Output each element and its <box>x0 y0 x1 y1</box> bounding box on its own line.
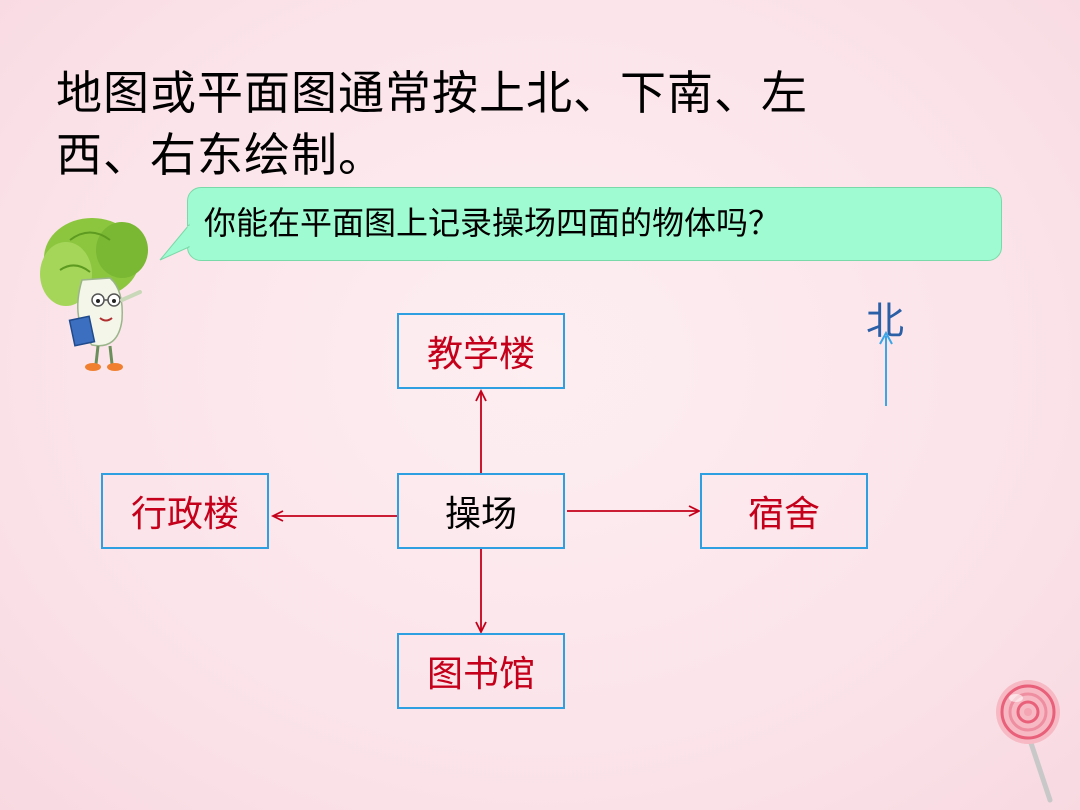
node-playground-center: 操场 <box>397 473 565 549</box>
slide-heading: 地图或平面图通常按上北、下南、左 西、右东绘制。 <box>56 62 956 186</box>
heading-line-2: 西、右东绘制。 <box>56 128 385 182</box>
node-south-building: 图书馆 <box>397 633 565 709</box>
heading-line-1: 地图或平面图通常按上北、下南、左 <box>56 66 808 120</box>
node-west-building: 行政楼 <box>101 473 269 549</box>
node-north-building: 教学楼 <box>397 313 565 389</box>
node-east-building: 宿舍 <box>700 473 868 549</box>
speech-bubble: 你能在平面图上记录操场四面的物体吗？ <box>187 187 1002 261</box>
speech-bubble-text: 你能在平面图上记录操场四面的物体吗？ <box>204 204 781 242</box>
